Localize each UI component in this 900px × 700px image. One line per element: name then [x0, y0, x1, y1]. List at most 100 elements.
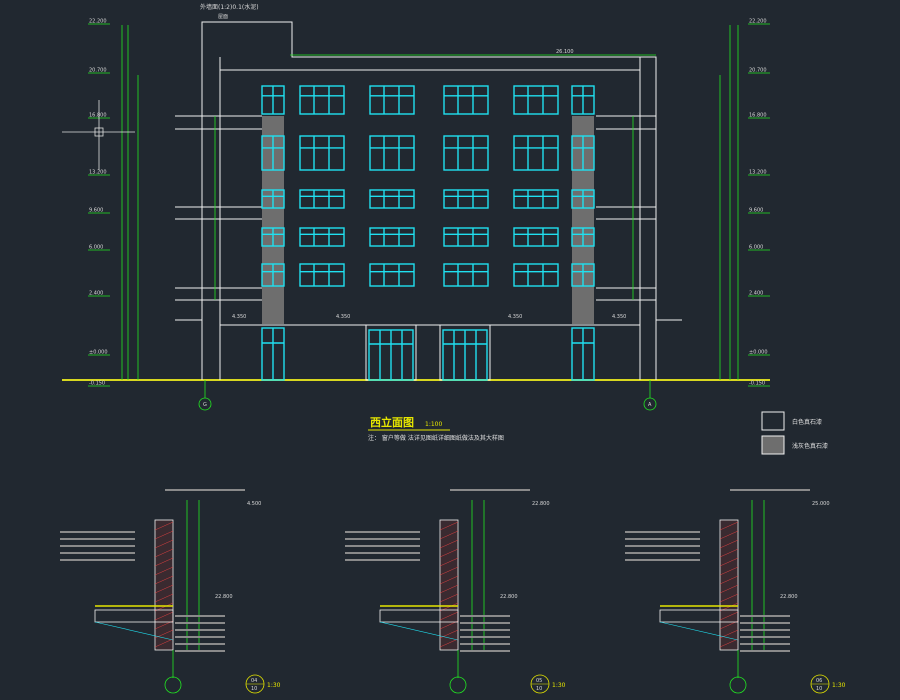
level-label: ±0.000 — [89, 350, 108, 356]
window — [513, 189, 559, 209]
stair-window — [261, 135, 285, 171]
level-marker: 6.000 — [748, 245, 770, 251]
window — [369, 263, 415, 287]
legend-swatch-gray — [761, 435, 785, 455]
legend-label-white: 白色真石漆 — [792, 418, 822, 426]
level-marker: 13.200 — [748, 170, 770, 176]
window — [369, 135, 415, 171]
level-label: 20.700 — [89, 68, 107, 74]
drawing-scale: 1:100 — [425, 421, 442, 428]
building-outline — [201, 21, 657, 380]
window — [443, 135, 489, 171]
window-grid — [261, 85, 595, 287]
window — [299, 135, 345, 171]
left-level-labels: 22.200 20.700 16.800 13.200 9.600 6.000 2.400 ±… — [88, 19, 110, 387]
stair-window — [261, 85, 285, 115]
stair-window — [571, 189, 595, 209]
stair-window — [261, 263, 285, 287]
floor-bands — [175, 115, 682, 326]
level-marker: 9.600 — [748, 208, 770, 214]
level-label: -0.150 — [89, 381, 105, 387]
level-marker: 22.200 — [748, 19, 770, 25]
window — [369, 189, 415, 209]
window — [443, 263, 489, 287]
detail-top-level: 25.000 — [812, 501, 830, 507]
stair-window — [571, 227, 595, 247]
drawing-title: 西立面图 — [370, 415, 414, 429]
left-dimension-chain — [121, 25, 216, 380]
detail-scale: 1:30 — [832, 682, 846, 689]
level-label: 6.000 — [749, 245, 763, 251]
level-label: 20.700 — [749, 68, 767, 74]
detail-mid-level: 22.800 — [780, 594, 798, 600]
level-marker: 20.700 — [88, 68, 110, 74]
window — [299, 227, 345, 247]
detail-top-level: 4.500 — [247, 501, 261, 507]
top-label: 外墙面(1:2)0.1(水泥) — [200, 3, 259, 11]
level-marker: -0.150 — [88, 381, 110, 387]
window — [443, 227, 489, 247]
top-sub-label: 屋面 — [218, 14, 228, 20]
axis-marker-g — [198, 397, 212, 411]
level-marker: 13.200 — [88, 170, 110, 176]
level-marker: 6.000 — [88, 245, 110, 251]
drawing-note: 注： 窗户等做 法详见图纸详细图纸做法及其大样图 — [368, 434, 504, 442]
stair-window — [261, 189, 285, 209]
level-label: ±0.000 — [749, 350, 768, 356]
level-label: 13.200 — [89, 170, 107, 176]
window — [443, 85, 489, 115]
legend-label-gray: 浅灰色真石漆 — [792, 442, 828, 450]
cad-cursor-icon — [62, 100, 135, 170]
level-marker: 2.400 — [88, 291, 110, 297]
detail-scale: 1:30 — [267, 682, 281, 689]
level-marker: 16.800 — [748, 113, 770, 119]
floor-mark-1: 4.350 — [232, 314, 246, 320]
window — [369, 85, 415, 115]
window — [299, 85, 345, 115]
level-label: 9.600 — [749, 208, 763, 214]
axis-marker-a — [643, 397, 657, 411]
stair-window — [261, 227, 285, 247]
level-label: 16.800 — [749, 113, 767, 119]
detail-callout-icon — [449, 676, 467, 694]
window — [513, 135, 559, 171]
detail-callout-icon — [729, 676, 747, 694]
level-label: 22.200 — [89, 19, 107, 25]
level-label: 2.400 — [749, 291, 763, 297]
level-label: 16.800 — [89, 113, 107, 119]
window — [369, 227, 415, 247]
detail-mid-level: 22.800 — [215, 594, 233, 600]
level-marker: 22.200 — [88, 19, 110, 25]
window — [299, 263, 345, 287]
level-label: -0.150 — [749, 381, 765, 387]
level-label: 6.000 — [89, 245, 103, 251]
detail-sheet: 10 — [816, 686, 822, 692]
level-label: 9.600 — [89, 208, 103, 214]
right-dimension-chain — [632, 25, 739, 380]
level-label: 22.200 — [749, 19, 767, 25]
window — [513, 227, 559, 247]
window — [513, 263, 559, 287]
window — [299, 189, 345, 209]
axis-label-a: A — [648, 402, 652, 408]
window — [443, 189, 489, 209]
detail-number: 05 — [536, 678, 542, 684]
detail-sheet: 10 — [536, 686, 542, 692]
level-marker: 9.600 — [88, 208, 110, 214]
detail-mid-level: 22.800 — [500, 594, 518, 600]
level-label: 2.400 — [89, 291, 103, 297]
floor-mark-3: 4.350 — [508, 314, 522, 320]
axis-label-g: G — [203, 402, 207, 408]
level-marker: ±0.000 — [88, 350, 110, 356]
west-elevation: 22.200 20.700 16.800 13.200 9.600 6.000 2.400 ±… — [62, 3, 770, 442]
level-marker: -0.150 — [748, 381, 770, 387]
stair-window — [571, 263, 595, 287]
material-legend: 白色真石漆 浅灰色真石漆 — [761, 411, 828, 455]
stair-window — [571, 85, 595, 115]
right-level-labels: 22.200 20.700 16.800 13.200 9.600 6.000 2.400 ±… — [748, 19, 770, 387]
floor-mark-4: 4.350 — [612, 314, 626, 320]
